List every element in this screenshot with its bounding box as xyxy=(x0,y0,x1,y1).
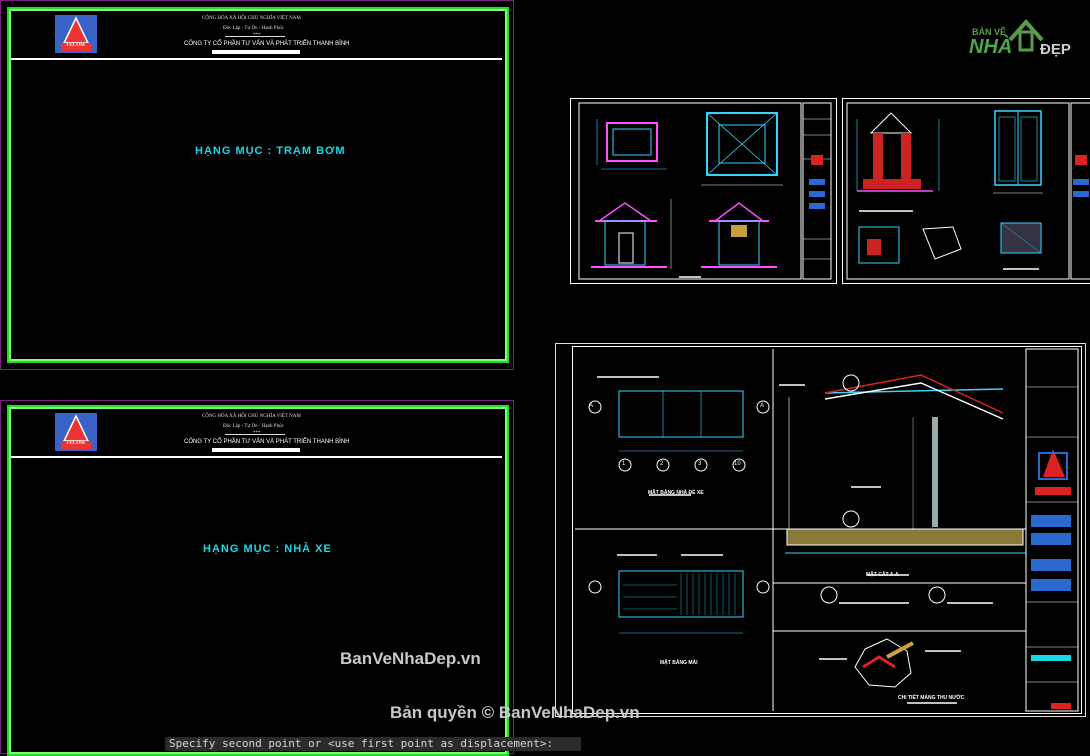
header-line-1: CỘNG HÒA XÃ HỘI CHỦ NGHĨA VIỆT NAM xyxy=(202,414,301,419)
company-name: CÔNG TY CỔ PHẦN TƯ VẤN VÀ PHÁT TRIỂN THA… xyxy=(184,439,350,445)
brand-logo-line1: BẢN VẼ xyxy=(972,27,1007,37)
watermark-site: BanVeNhaDep.vn xyxy=(340,649,481,668)
axis-label-a-right: A xyxy=(760,403,765,409)
header-rule-short xyxy=(225,36,285,37)
pump-station-drawing-sheet-1[interactable] xyxy=(570,98,837,284)
header-line-2: Độc Lập - Tự Do - Hạnh Phúc xyxy=(223,424,284,429)
company-name: CÔNG TY CỔ PHẦN TƯ VẤN VÀ PHÁT TRIỂN THA… xyxy=(184,41,350,47)
brand-logo-line2: NHÀ xyxy=(969,36,1013,58)
axis-label-3: 3 xyxy=(698,461,702,467)
sheet-title: HẠNG MỤC : NHÀ XE xyxy=(203,543,332,555)
pump-station-drawing-sheet-2[interactable] xyxy=(842,98,1090,284)
cover-sheet-1-header-rule xyxy=(10,58,502,60)
label-mat-bang-mai: MẶT BẰNG MÁI xyxy=(660,660,698,666)
command-line-prompt[interactable]: Specify second point or <use first point… xyxy=(165,737,581,751)
header-line-3: *** xyxy=(253,431,261,436)
cover-sheet-1-frame xyxy=(7,7,509,363)
company-logo-icon xyxy=(55,15,97,53)
sheet-title: HẠNG MỤC : TRẠM BƠM xyxy=(195,145,346,157)
label-mat-bang-nha-de-xe: MẶT BẰNG NHÀ ĐỂ XE xyxy=(648,490,704,496)
logo-text: TECOM xyxy=(66,43,85,48)
header-line-1: CỘNG HÒA XÃ HỘI CHỦ NGHĨA VIỆT NAM xyxy=(202,16,301,21)
axis-label-1: 1 xyxy=(622,461,626,467)
cover-sheet-2-header-rule xyxy=(10,456,502,458)
parking-drawing-sheet-border xyxy=(555,343,1086,717)
company-underline xyxy=(212,50,300,54)
brand-logo-icon xyxy=(1008,18,1044,52)
header-line-2: Độc Lập - Tự Do - Hạnh Phúc xyxy=(223,26,284,31)
axis-label-2: 2 xyxy=(660,461,664,467)
parking-drawing-sheet[interactable] xyxy=(572,346,1082,714)
logo-text: TECOM xyxy=(66,441,85,446)
company-underline xyxy=(212,448,300,452)
brand-logo-line3: ĐẸP xyxy=(1040,41,1071,58)
axis-label-a-left: A xyxy=(589,403,594,409)
cover-sheet-1 xyxy=(0,0,514,370)
axis-label-10: 10 xyxy=(734,461,741,467)
header-line-3: *** xyxy=(253,33,261,38)
header-rule-short xyxy=(225,434,285,435)
label-mat-cat: MẶT CẮT A-A xyxy=(866,572,899,578)
label-chi-tiet: CHI TIẾT MÁNG THU NƯỚC xyxy=(898,695,965,701)
watermark-copyright: Bản quyền © BanVeNhaDep.vn xyxy=(390,703,640,722)
company-logo-icon xyxy=(55,413,97,451)
